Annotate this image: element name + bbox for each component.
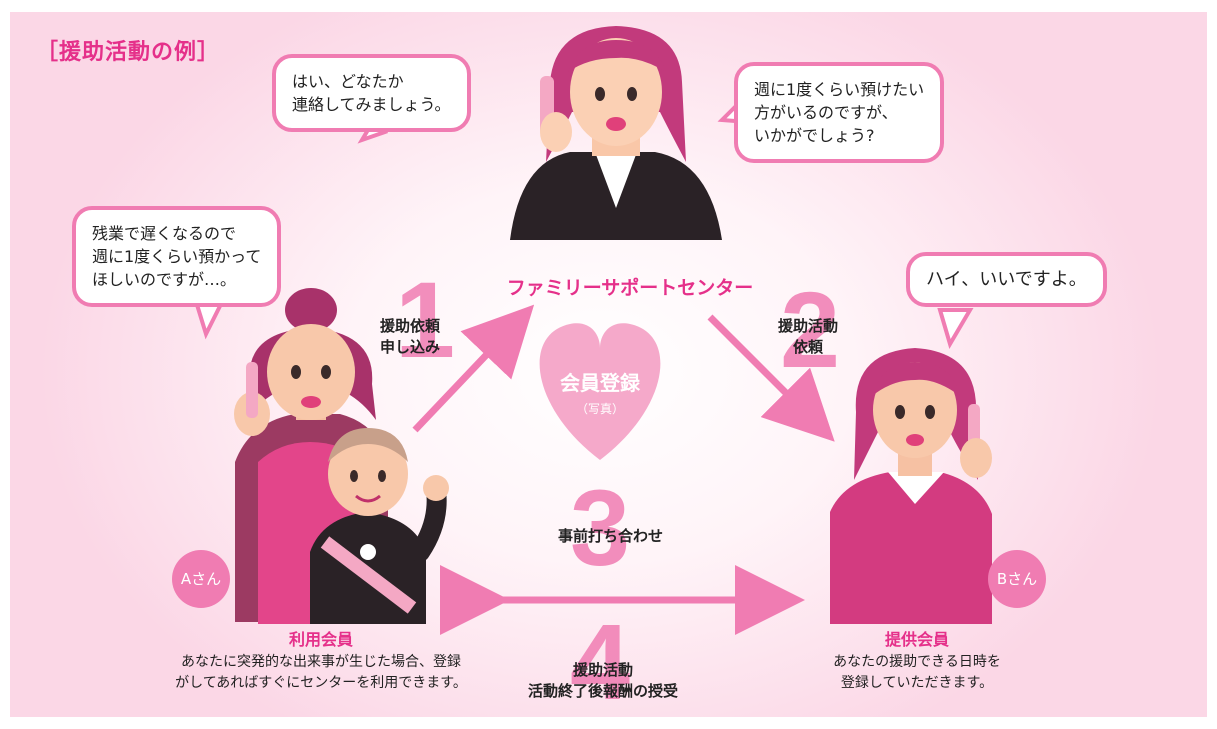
bubble-line: いかがでしょう? — [754, 126, 875, 145]
step-line: 活動終了後報酬の授受 — [528, 682, 679, 700]
provider-member-illustration — [830, 348, 992, 624]
center-label: ファミリーサポートセンター — [506, 277, 754, 299]
desc-line: 登録していただきます。 — [840, 675, 994, 691]
heart-label: 会員登録 （写真） — [540, 367, 660, 417]
bubble-line: 週に1度くらい預けたい — [754, 80, 925, 99]
step-label-3: 事前打ち合わせ — [558, 526, 663, 547]
step-line: 申し込み — [380, 338, 441, 356]
badge-user-a: Aさん — [172, 550, 230, 608]
step-label-2: 援助活動 依頼 — [778, 316, 838, 358]
bubble-line: 方がいるのですが、 — [754, 103, 898, 122]
step-line: 援助活動 — [573, 661, 634, 679]
speech-bubble-user: 残業で遅くなるので 週に1度くらい預かって ほしいのですが…。 — [72, 206, 282, 307]
coordinator-illustration — [510, 26, 722, 240]
step-line: 援助依頼 — [380, 317, 441, 335]
user-member-desc: あなたに突発的な出来事が生じた場合、登録 がしてあればすぐにセンターを利用できま… — [148, 652, 494, 694]
arrow-request — [412, 304, 535, 433]
diagram-canvas: ［援助活動の例］ はい、どなたか 連絡してみましょう。 週に1度くらい預けたい … — [10, 12, 1207, 717]
step-label-4: 援助活動 活動終了後報酬の授受 — [528, 660, 678, 702]
desc-line: あなたに突発的な出来事が生じた場合、登録 — [181, 654, 461, 670]
heart-main-text: 会員登録 — [560, 371, 640, 395]
provider-member-title: 提供会員 — [884, 630, 949, 649]
illustration-layer — [187, 26, 992, 635]
arrow-dispatch — [707, 314, 835, 442]
user-member-illustration — [234, 288, 449, 624]
step-line: 事前打ち合わせ — [558, 527, 664, 545]
step-number-4: 4 — [570, 601, 631, 717]
step-number-3: 3 — [570, 467, 631, 588]
bubble-line: ハイ、いいですよ。 — [926, 269, 1087, 290]
speech-bubble-center-left: はい、どなたか 連絡してみましょう。 — [272, 54, 471, 132]
bubble-line: 週に1度くらい預かって — [92, 247, 262, 266]
heart-sub-text: （写真） — [575, 402, 624, 416]
bubble-line: 残業で遅くなるので — [92, 224, 237, 243]
bubble-line: 連絡してみましょう。 — [292, 95, 451, 114]
desc-line: がしてあればすぐにセンターを利用できます。 — [175, 675, 467, 691]
heart-shape — [539, 323, 661, 460]
speech-bubble-provider: ハイ、いいですよ。 — [906, 252, 1107, 307]
step-number-1: 1 — [395, 259, 456, 380]
step-number-2: 2 — [780, 269, 841, 390]
step-line: 依頼 — [793, 338, 824, 356]
speech-bubble-center-right: 週に1度くらい預けたい 方がいるのですが、 いかがでしょう? — [734, 62, 945, 163]
badge-provider-b: Bさん — [988, 550, 1046, 608]
page-title: ［援助活動の例］ — [36, 40, 221, 65]
step-line: 援助活動 — [778, 317, 839, 335]
step-label-1: 援助依頼 申し込み — [380, 316, 440, 358]
provider-member-desc: あなたの援助できる日時を 登録していただきます。 — [810, 652, 1024, 694]
bubble-line: ほしいのですが…。 — [92, 270, 237, 289]
desc-line: あなたの援助できる日時を — [833, 654, 1001, 670]
user-member-title: 利用会員 — [288, 630, 353, 649]
bubble-line: はい、どなたか — [292, 72, 404, 91]
